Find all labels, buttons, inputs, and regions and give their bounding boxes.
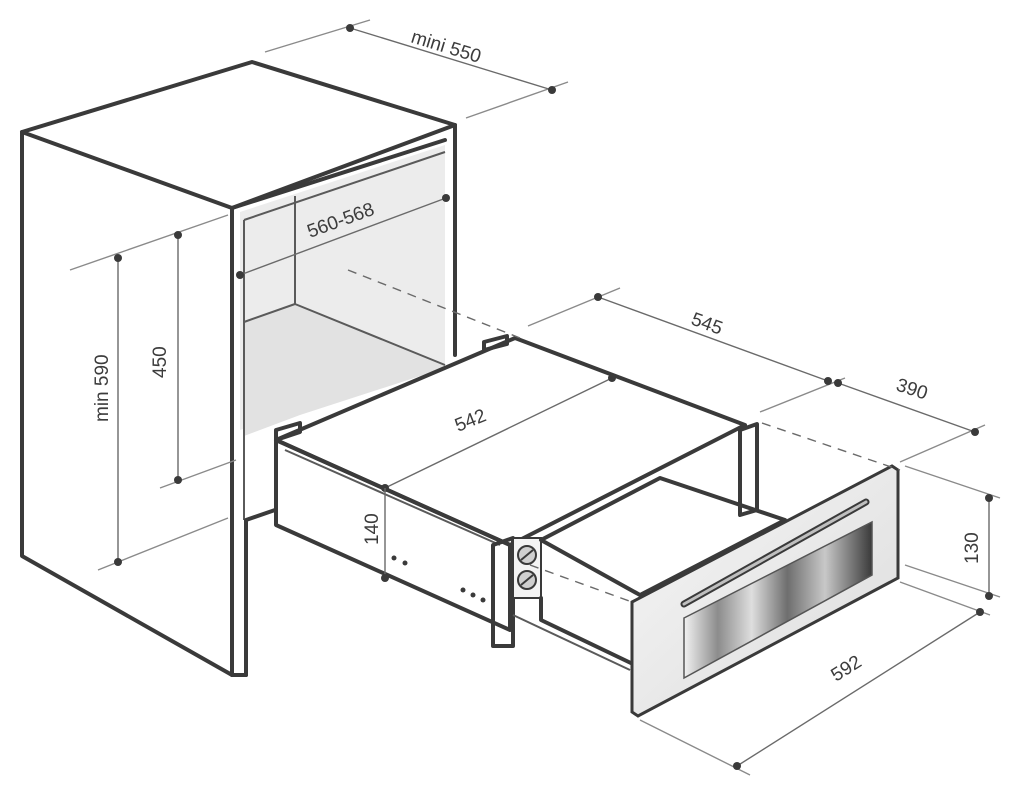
cabinet-left-side [20, 130, 234, 677]
label-front-width: 592 [828, 652, 866, 687]
drawer-front-flange [491, 536, 515, 648]
dim-line-inner-width [239, 197, 447, 276]
dim-line-front-depth [837, 382, 976, 433]
label-drawer-top: 542 [452, 405, 489, 436]
dim-line-cabinet-depth [349, 27, 553, 91]
dim-line-drawer-depth [597, 296, 829, 382]
cabinet [20, 60, 457, 677]
label-front-height: 130 [962, 532, 983, 564]
drawer-left-face [274, 438, 512, 632]
label-cabinet-height: min 590 [92, 354, 113, 422]
cabinet-top [20, 60, 457, 210]
drawer-tray [539, 476, 787, 597]
dimension-lines [69, 19, 1001, 776]
drawer-front [630, 464, 900, 718]
cabinet-floor [244, 304, 445, 436]
glass-panel [683, 520, 873, 680]
label-opening-height: 450 [150, 346, 171, 378]
dim-line-front-width [736, 611, 981, 767]
label-drawer-height: 140 [362, 513, 383, 545]
drawer-body [274, 334, 787, 671]
dim-line-drawer-top [384, 377, 613, 489]
label-front-depth: 390 [893, 375, 930, 405]
label-drawer-depth: 545 [688, 309, 725, 340]
label-cabinet-depth: mini 550 [409, 27, 484, 68]
